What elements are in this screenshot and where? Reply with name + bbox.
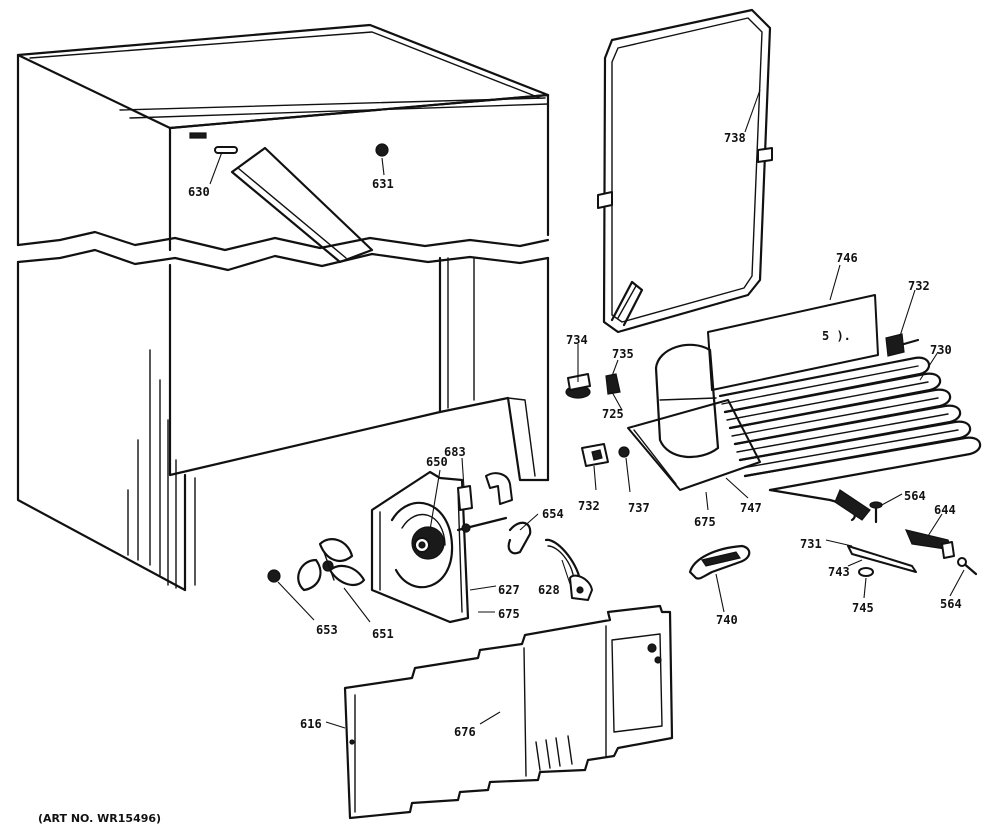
callout-725: 725 <box>602 407 624 421</box>
screw-564a <box>869 501 883 509</box>
callout-630: 630 <box>188 185 210 199</box>
callout-746: 746 <box>836 251 858 265</box>
callout-564-bottom: 564 <box>940 597 962 611</box>
callout-564-top: 564 <box>904 489 926 503</box>
callout-644: 644 <box>934 503 956 517</box>
door-gasket-738 <box>597 8 773 334</box>
plate-743 <box>847 545 917 573</box>
cover-panel-text: 5 ). <box>822 329 851 343</box>
fan-motor-assembly <box>370 470 593 624</box>
callout-628: 628 <box>538 583 560 597</box>
washer-745 <box>858 567 874 577</box>
callout-731: 731 <box>800 537 822 551</box>
callout-675-right: 675 <box>694 515 716 529</box>
art-number-caption: (ART NO. WR15496) <box>38 812 161 825</box>
part-628 <box>544 538 582 582</box>
callout-730: 730 <box>930 343 952 357</box>
callout-732-lower: 732 <box>578 499 600 513</box>
defrost-parts <box>565 373 630 467</box>
slot-630a <box>189 132 207 139</box>
part-683b <box>485 472 513 505</box>
callout-743: 743 <box>828 565 850 579</box>
part-737 <box>618 446 630 458</box>
callout-734: 734 <box>566 333 588 347</box>
part-683a <box>457 485 473 511</box>
evaporator-coils <box>718 356 982 492</box>
callout-738: 738 <box>724 131 746 145</box>
screw-564b <box>957 557 967 567</box>
callout-627: 627 <box>498 583 520 597</box>
part-735 <box>605 373 621 395</box>
part-740 <box>688 544 751 580</box>
plug-631 <box>375 143 389 157</box>
back-panel-616 <box>343 604 674 820</box>
callout-616: 616 <box>300 717 322 731</box>
right-hardware <box>688 501 978 580</box>
nut-653 <box>267 569 281 583</box>
callout-631: 631 <box>372 177 394 191</box>
callout-650: 650 <box>426 455 448 469</box>
callout-735: 735 <box>612 347 634 361</box>
callout-740: 740 <box>716 613 738 627</box>
slot-630b <box>214 146 238 154</box>
callout-737: 737 <box>628 501 650 515</box>
callout-675-left: 675 <box>498 607 520 621</box>
callout-651: 651 <box>372 627 394 641</box>
callout-745: 745 <box>852 601 874 615</box>
callout-747: 747 <box>740 501 762 515</box>
evaporator-assembly <box>627 294 982 522</box>
leader-lines <box>209 89 965 729</box>
refrigerator-cabinet <box>16 23 550 592</box>
callout-676: 676 <box>454 725 476 739</box>
callout-683: 683 <box>444 445 466 459</box>
callout-654: 654 <box>542 507 564 521</box>
part-654 <box>507 521 532 555</box>
callout-732-top: 732 <box>908 279 930 293</box>
fan-blade-651 <box>297 538 366 592</box>
callout-labels: 630 631 738 746 732 730 734 735 725 683 … <box>188 131 962 739</box>
callout-653: 653 <box>316 623 338 637</box>
